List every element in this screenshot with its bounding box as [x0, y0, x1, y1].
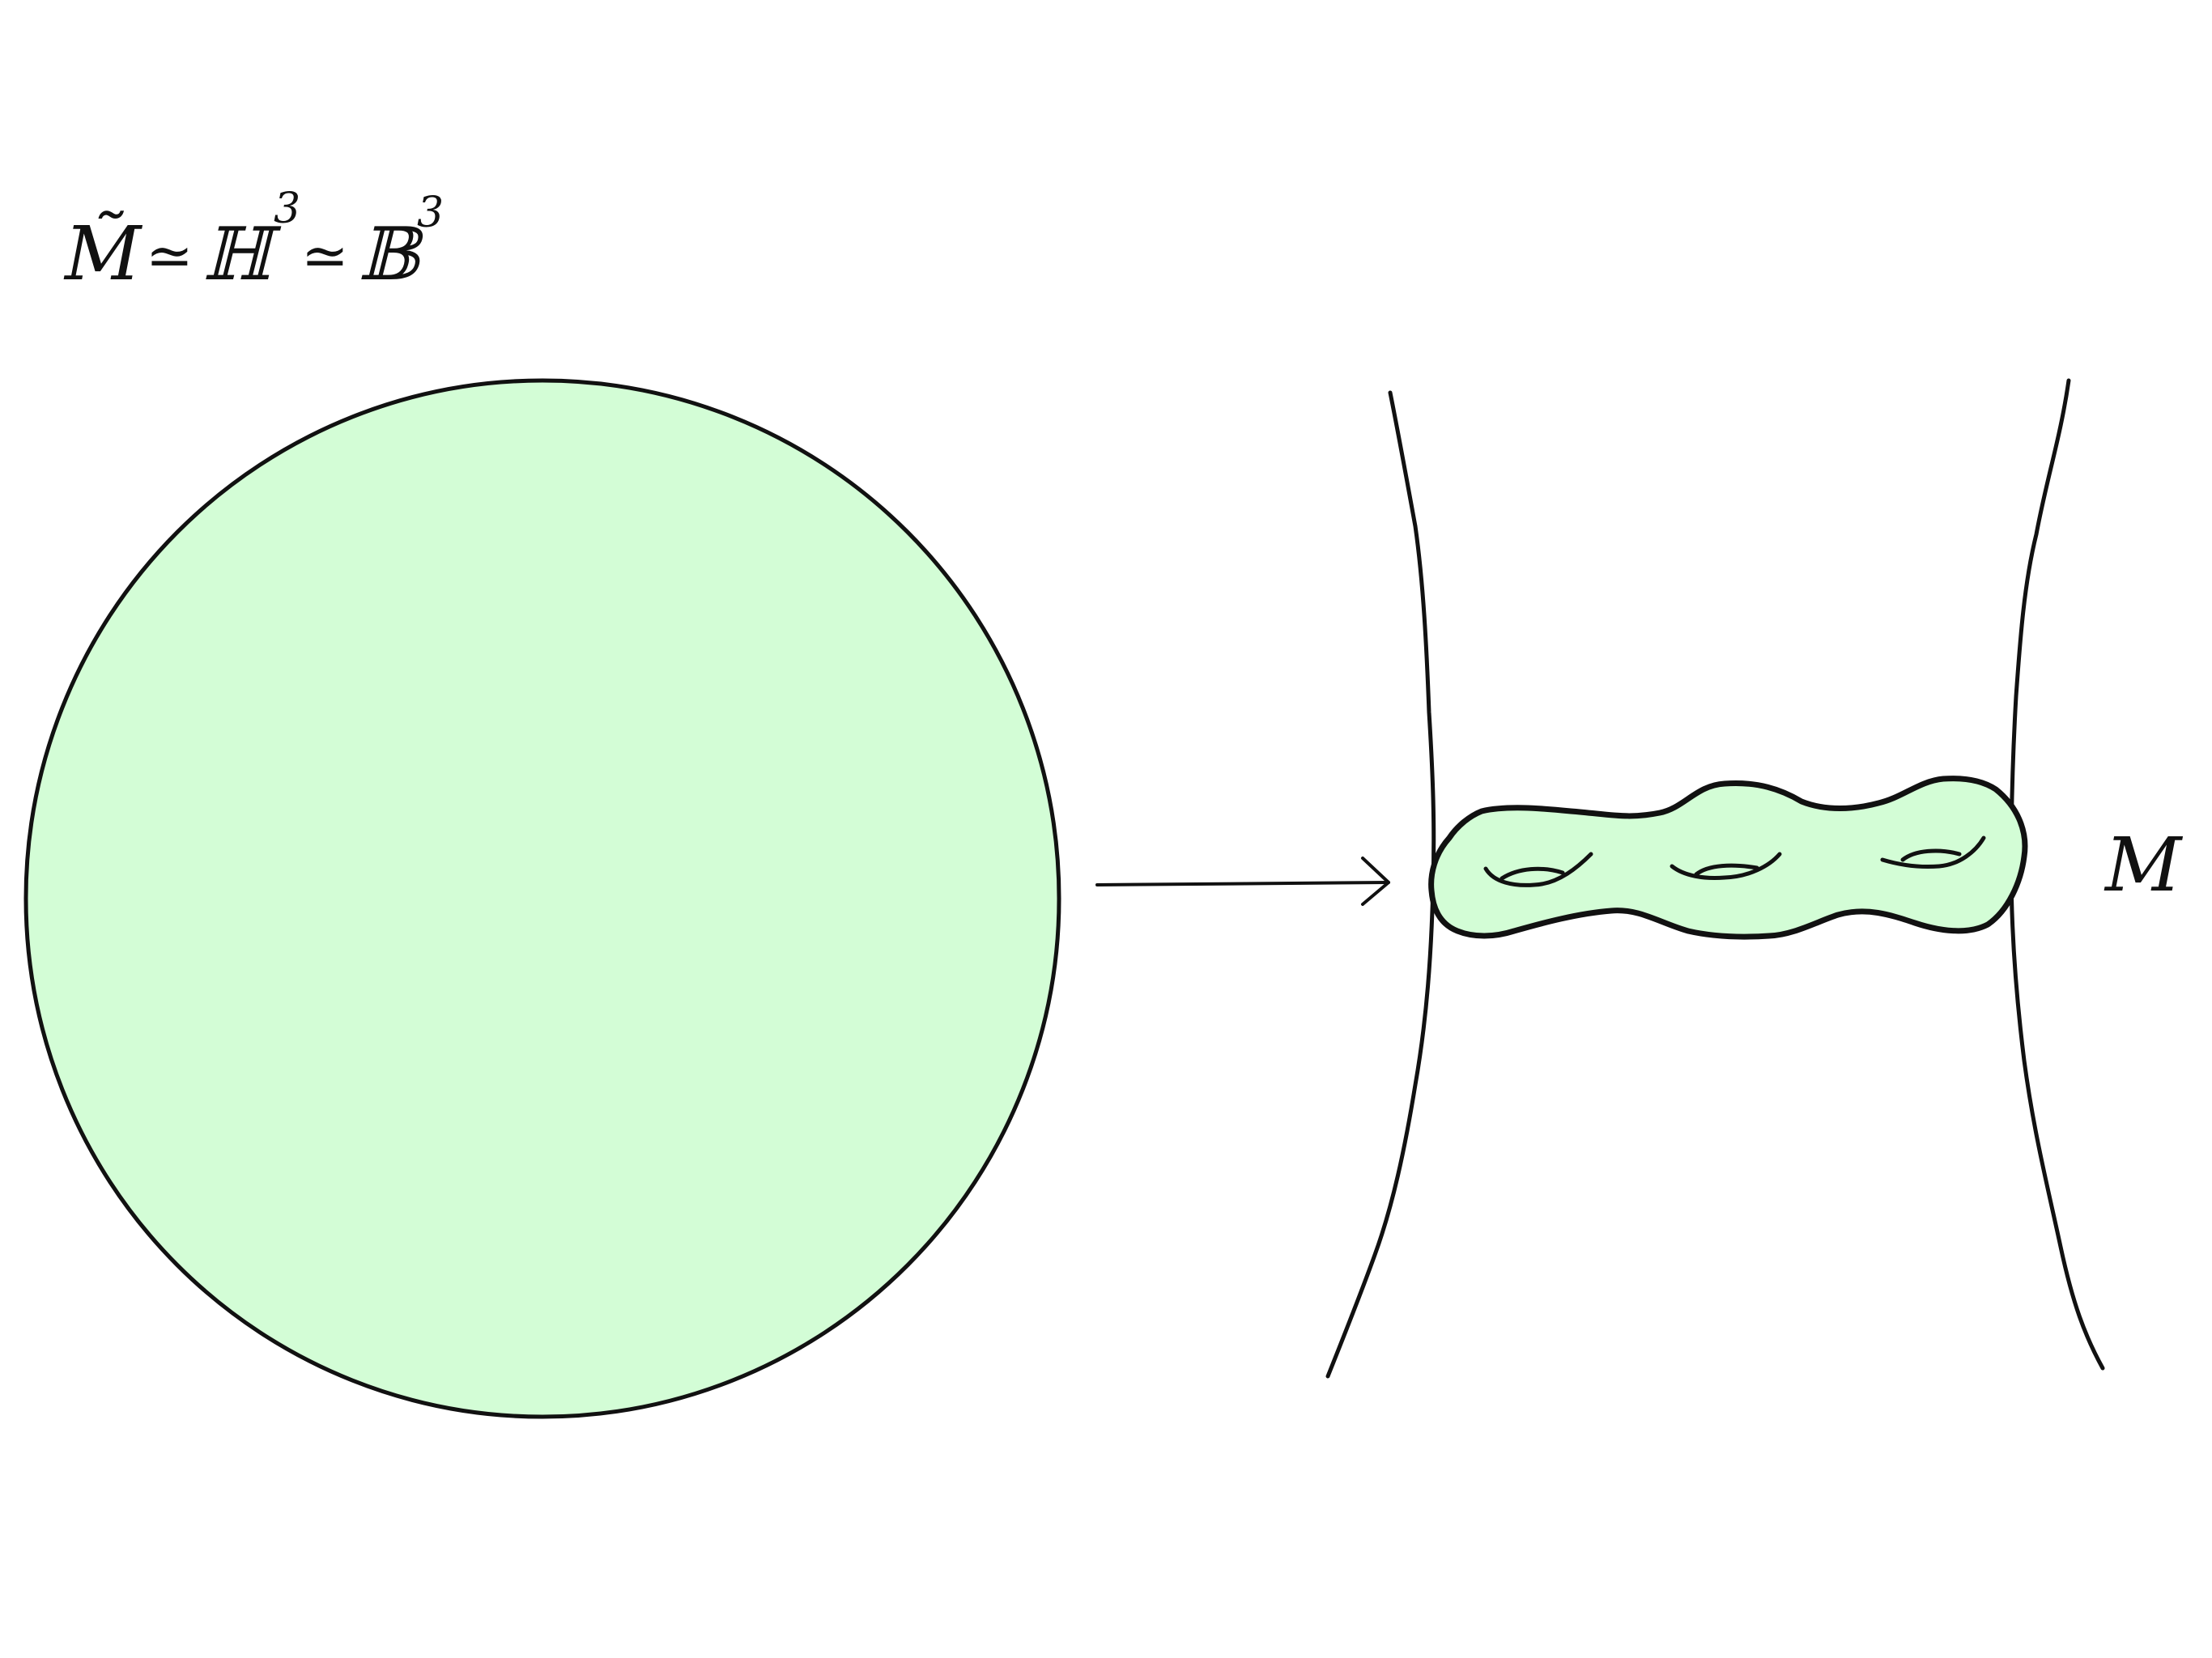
universal-cover-formula: M̃ ≃ ℍ 3 ≃ 𝔹 3: [63, 185, 444, 297]
manifold-right-boundary: [2009, 378, 2105, 1371]
formula-approx-symbol: ≃: [301, 223, 349, 289]
surface-handle-3-inner: [1900, 848, 1962, 862]
formula-m-tilde: M̃: [63, 210, 143, 297]
universal-cover-ball: [23, 378, 1061, 1419]
manifold-label: M: [2104, 822, 2184, 908]
surface-handle-2: [1670, 852, 1782, 880]
surface-handles: [1483, 835, 1986, 887]
manifold-left-boundary: [1325, 390, 1436, 1379]
covering-map-arrow: [1095, 857, 1390, 906]
genus-three-surface: [1428, 776, 2028, 940]
surface-handle-3: [1880, 835, 1986, 869]
surface-handle-1-inner: [1499, 866, 1565, 881]
formula-ball-exponent: 3: [417, 189, 444, 237]
formula-hyperbolic-exponent: 3: [274, 185, 300, 233]
formula-hyperbolic-space: ℍ: [202, 212, 282, 297]
formula-approx-symbol: ≃: [146, 223, 194, 289]
arrow-right-icon: [1095, 881, 1390, 886]
surface-handle-1: [1483, 852, 1593, 887]
surface-handle-2-inner: [1694, 863, 1759, 877]
formula-ball: 𝔹: [358, 212, 424, 297]
